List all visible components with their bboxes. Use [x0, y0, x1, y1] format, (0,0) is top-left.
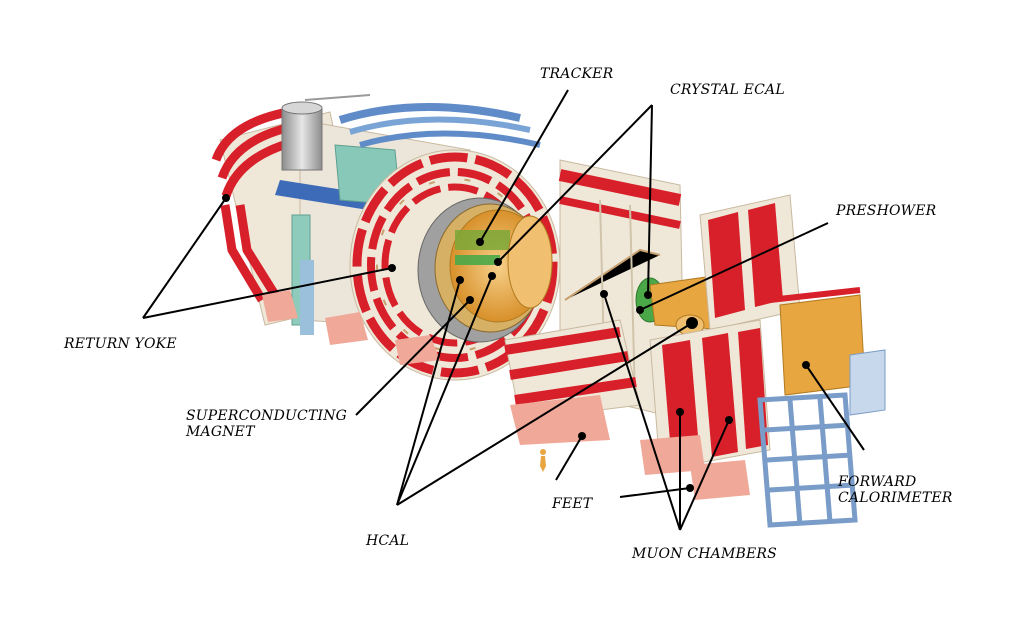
label-feet: FEET: [552, 496, 592, 512]
label-crystal-ecal: CRYSTAL ECAL: [670, 82, 785, 98]
label-feet-text: FEET: [552, 496, 593, 512]
right-endcap: [640, 194, 886, 528]
label-hcal: HCAL: [366, 533, 409, 549]
label-muon-chambers: MUON CHAMBERS: [632, 546, 777, 562]
label-superconducting-magnet: SUPERCONDUCTING MAGNET: [186, 408, 347, 440]
return-yoke-barrel: [211, 94, 561, 381]
label-superconducting-text: SUPERCONDUCTING: [186, 408, 348, 424]
label-return-yoke-text: RETURN YOKE: [64, 336, 177, 352]
label-preshower: PRESHOWER: [836, 203, 936, 219]
person-figure: [540, 449, 546, 472]
label-preshower-text: PRESHOWER: [836, 203, 937, 219]
label-return-yoke: RETURN YOKE: [64, 336, 177, 352]
label-forward-text: FORWARD: [838, 474, 917, 490]
leader-dots: [222, 194, 810, 492]
label-muon-chambers-text: MUON CHAMBERS: [632, 546, 777, 562]
label-forward-calorimeter: FORWARD CALORIMETER: [838, 474, 953, 506]
label-tracker: TRACKER: [540, 66, 613, 82]
label-calorimeter-text: CALORIMETER: [838, 490, 953, 506]
leader-lines: [142, 89, 865, 531]
label-crystal-ecal-text: CRYSTAL ECAL: [670, 82, 785, 98]
label-magnet-text: MAGNET: [186, 424, 255, 440]
label-tracker-text: TRACKER: [540, 66, 614, 82]
label-hcal-text: HCAL: [366, 533, 410, 549]
